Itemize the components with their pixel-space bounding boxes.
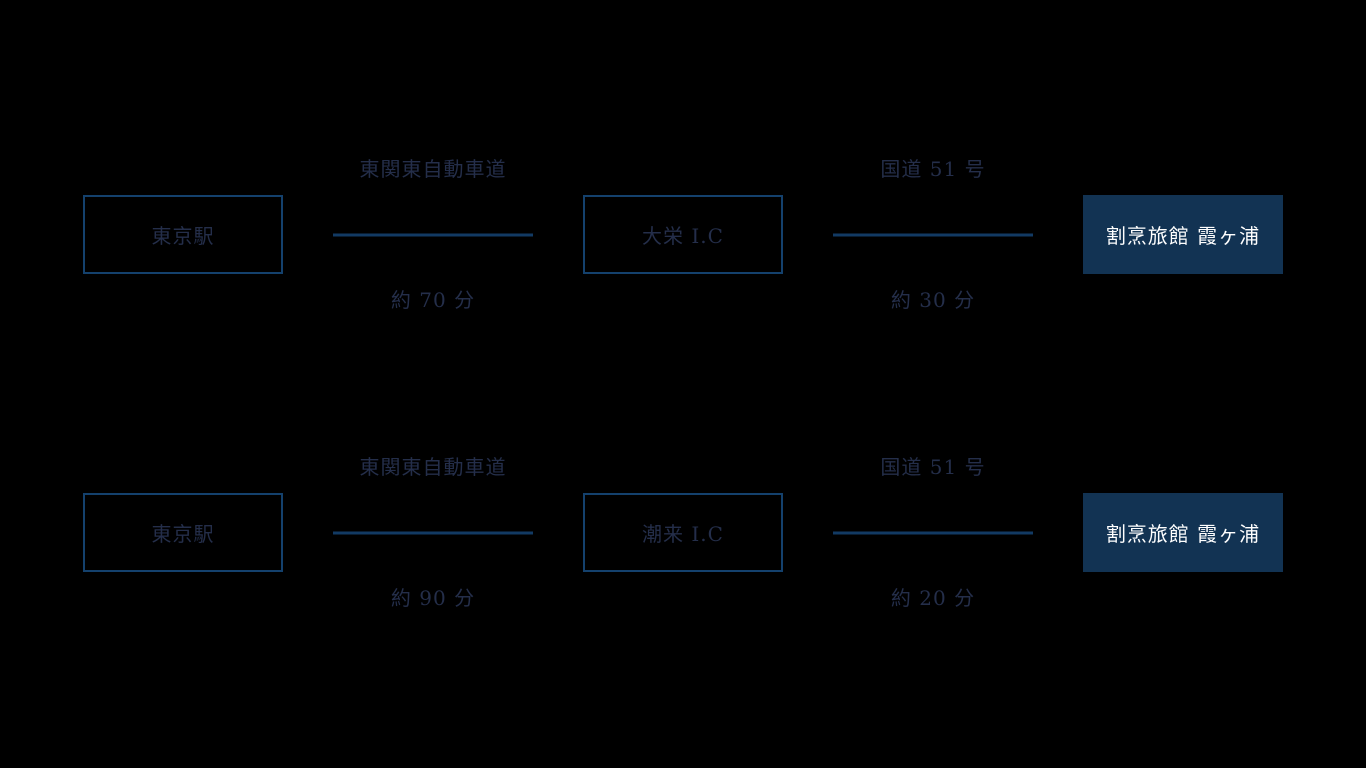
leg-highway-connector: 東関東自動車道 約 90 分 xyxy=(283,455,583,610)
route-line xyxy=(833,233,1033,236)
destination-ryokan-label: 割烹旅館 霞ヶ浦 xyxy=(1105,522,1261,546)
destination-ryokan-box: 割烹旅館 霞ヶ浦 xyxy=(1083,195,1283,274)
leg-national-road-connector: 国道 51 号 約 30 分 xyxy=(783,157,1083,312)
travel-time-label: 約 20 分 xyxy=(890,586,976,610)
route-row-taiei: 東京駅 東関東自動車道 約 70 分 大栄 I.C 国道 51 号 約 30 分… xyxy=(83,157,1283,312)
interchange-label: 大栄 I.C xyxy=(642,224,724,248)
route-line xyxy=(333,233,533,236)
leg-national-road-connector: 国道 51 号 約 20 分 xyxy=(783,455,1083,610)
road-name-label: 東関東自動車道 xyxy=(359,455,507,479)
origin-station-label: 東京駅 xyxy=(151,224,215,248)
origin-station-label: 東京駅 xyxy=(151,522,215,546)
road-name-label: 国道 51 号 xyxy=(880,157,986,181)
destination-ryokan-box: 割烹旅館 霞ヶ浦 xyxy=(1083,493,1283,572)
travel-time-label: 約 70 分 xyxy=(390,288,476,312)
road-name-label: 国道 51 号 xyxy=(880,455,986,479)
origin-station-box: 東京駅 xyxy=(83,493,283,572)
origin-station-box: 東京駅 xyxy=(83,195,283,274)
leg-highway-connector: 東関東自動車道 約 70 分 xyxy=(283,157,583,312)
interchange-label: 潮来 I.C xyxy=(642,522,724,546)
road-name-label: 東関東自動車道 xyxy=(359,157,507,181)
travel-time-label: 約 30 分 xyxy=(890,288,976,312)
route-line xyxy=(333,531,533,534)
route-row-itako: 東京駅 東関東自動車道 約 90 分 潮来 I.C 国道 51 号 約 20 分… xyxy=(83,455,1283,610)
interchange-box: 大栄 I.C xyxy=(583,195,783,274)
travel-time-label: 約 90 分 xyxy=(390,586,476,610)
route-line xyxy=(833,531,1033,534)
interchange-box: 潮来 I.C xyxy=(583,493,783,572)
destination-ryokan-label: 割烹旅館 霞ヶ浦 xyxy=(1105,224,1261,248)
